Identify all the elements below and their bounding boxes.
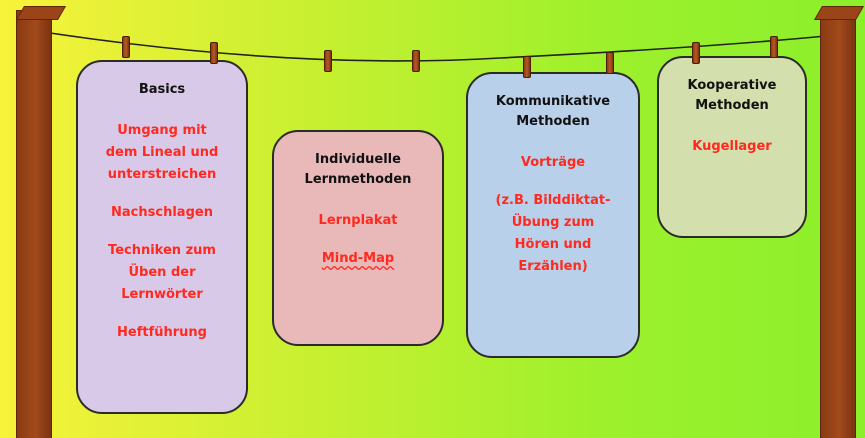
card-title: Basics <box>138 82 186 97</box>
card-title: Kommunikative Methoden <box>495 94 611 129</box>
card-item: (z.B. Bilddiktat- Übung zum Hören und Er… <box>495 193 611 274</box>
clothespin-icon <box>692 42 700 64</box>
clothespin-icon <box>412 50 420 72</box>
clothespin-icon <box>324 50 332 72</box>
right-pole-icon <box>820 10 856 438</box>
left-pole-icon <box>16 10 52 438</box>
card-basics: Basics Umgang mit dem Lineal und unterst… <box>76 60 248 414</box>
left-pole-cap <box>15 6 67 20</box>
card-item: Vorträge <box>520 155 586 170</box>
card-item: Umgang mit dem Lineal und unterstreichen <box>105 123 219 182</box>
card-item: Nachschlagen <box>111 205 213 220</box>
card-item: Heftführung <box>117 325 207 340</box>
clothespin-icon <box>770 36 778 58</box>
card-title: Individuelle Lernmethoden <box>304 152 412 187</box>
card-kooperative-methoden: Kooperative Methoden Kugellager <box>657 56 807 238</box>
clothespin-icon <box>606 52 614 74</box>
card-item: Kugellager <box>692 139 772 154</box>
clothespin-icon <box>210 42 218 64</box>
card-title: Kooperative Methoden <box>687 78 777 113</box>
clothespin-icon <box>523 56 531 78</box>
card-item: Lernplakat <box>318 213 398 228</box>
clothespin-icon <box>122 36 130 58</box>
card-individuelle-lernmethoden: Individuelle Lernmethoden Lernplakat Min… <box>272 130 444 346</box>
right-pole-cap <box>813 6 865 20</box>
card-kommunikative-methoden: Kommunikative Methoden Vorträge (z.B. Bi… <box>466 72 640 358</box>
card-item: Mind-Map <box>321 251 395 266</box>
clothesline-rope <box>49 32 827 62</box>
card-item: Techniken zum Üben der Lernwörter <box>108 243 216 302</box>
